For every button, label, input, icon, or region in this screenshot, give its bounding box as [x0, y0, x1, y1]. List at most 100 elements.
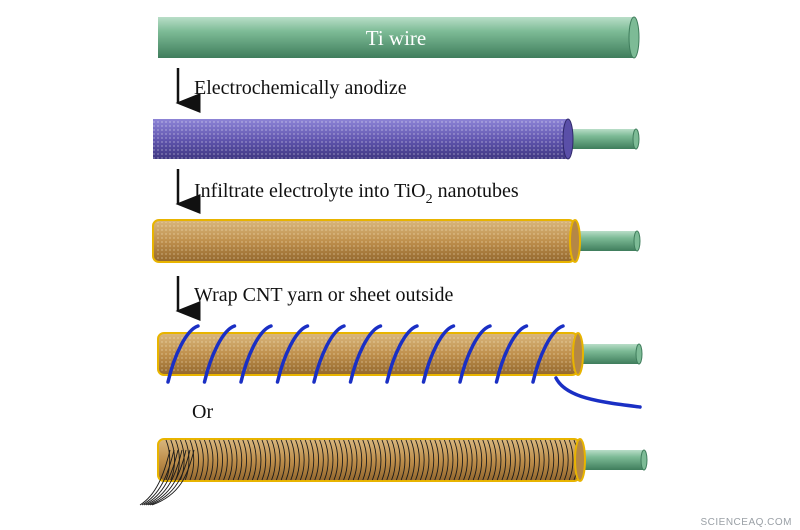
- sheet-coil-turn: [227, 439, 233, 481]
- sheet-coil-turn: [506, 439, 511, 481]
- yarn-coil-turn: [494, 324, 529, 384]
- sheet-coil-turn: [467, 439, 473, 481]
- yarn-coil-turn: [275, 324, 310, 384]
- yarn-coil-turn: [239, 324, 273, 384]
- sheet-coil-turn: [309, 439, 315, 481]
- sheet-coil-turn: [208, 439, 214, 481]
- sheet-coil-turn: [376, 439, 382, 481]
- sheet-coil-turn: [170, 439, 175, 481]
- sheet-coil-turn: [559, 439, 564, 481]
- cnt-yarn-coil: [166, 324, 565, 384]
- sheet-coil-turn: [463, 439, 468, 481]
- sheet-coil-turn: [319, 439, 324, 481]
- sheet-coil-turn: [482, 439, 487, 481]
- sheet-coil-turn: [352, 439, 358, 481]
- sheet-coil-turn: [391, 439, 396, 481]
- sheet-coil-turn: [511, 439, 516, 481]
- sheet-coil-turn: [530, 439, 535, 481]
- sheet-coil-turn: [295, 439, 300, 481]
- sheet-coil-turn: [275, 439, 281, 481]
- sheet-coil-turn: [328, 439, 334, 481]
- sheet-coil-turn: [184, 439, 190, 481]
- cnt-yarn-tail: [554, 376, 642, 409]
- sheet-coil-turn: [410, 439, 415, 481]
- sheet-coil-turn: [487, 439, 492, 481]
- step-3-label: Wrap CNT yarn or sheet outside: [194, 284, 453, 306]
- electrolyte-wire: [152, 219, 641, 263]
- sheet-coil-turn: [247, 439, 252, 481]
- sheet-coil-turn: [434, 439, 439, 481]
- sheet-coil-turn: [271, 439, 276, 481]
- yarn-coil-turn: [202, 324, 237, 384]
- sheet-coil-turn: [395, 439, 401, 481]
- sheet-coil-turn: [343, 439, 348, 481]
- sheet-coil-turn: [419, 439, 425, 481]
- sheet-coil-turn: [213, 439, 219, 481]
- sheet-coil-turn: [448, 439, 454, 481]
- yarn-coil-turn: [166, 324, 200, 384]
- sheet-coil-turn: [266, 439, 271, 481]
- anodized-wire: [153, 118, 640, 160]
- sheet-coil-turn: [405, 439, 411, 481]
- sheet-tail-strand: [145, 449, 183, 506]
- cnt-sheet-wrapped-wire: [139, 438, 648, 506]
- sheet-coil-turn: [242, 439, 247, 481]
- sheet-coil-turn: [304, 439, 310, 481]
- yarn-coil-turn: [348, 324, 383, 384]
- ti-wire: Ti wire: [158, 16, 640, 59]
- sheet-coil-turn: [535, 439, 540, 481]
- sheet-coil-turn: [251, 439, 257, 481]
- sheet-tail-strand: [141, 449, 175, 506]
- sheet-tail-strand: [147, 449, 187, 506]
- sheet-coil-turn: [232, 439, 238, 481]
- sheet-coil-turn: [367, 439, 372, 481]
- sheet-coil-turn: [189, 439, 195, 481]
- sheet-tail-strand: [139, 449, 171, 506]
- sheet-coil-turn: [261, 439, 267, 481]
- sheet-coil-turn: [568, 439, 574, 481]
- sheet-coil-turn: [179, 439, 185, 481]
- sheet-coil-turn: [203, 439, 209, 481]
- sheet-coil-turn: [371, 439, 377, 481]
- sheet-coil-turn: [491, 439, 497, 481]
- sheet-coil-turn: [381, 439, 387, 481]
- sheet-coil-turn: [323, 439, 329, 481]
- sheet-coil-turn: [549, 439, 555, 481]
- sheet-tail-strand: [151, 449, 195, 506]
- sheet-coil-turn: [554, 439, 559, 481]
- sheet-coil-turn: [424, 439, 430, 481]
- sheet-coil-turn: [520, 439, 526, 481]
- sheet-coil-turn: [400, 439, 406, 481]
- cnt-yarn-wrapped-wire: [157, 324, 643, 409]
- step-2-label: Infiltrate electrolyte into TiO2 nanotub…: [194, 180, 519, 207]
- sheet-coil-turn: [525, 439, 531, 481]
- sheet-coil-turn: [439, 439, 444, 481]
- or-label: Or: [192, 401, 213, 423]
- yarn-coil-turn: [385, 324, 419, 384]
- sheet-coil-turn: [290, 439, 295, 481]
- yarn-coil-turn: [531, 324, 565, 384]
- sheet-coil-turn: [280, 439, 286, 481]
- sheet-coil-turn: [165, 439, 171, 481]
- yarn-coil-turn: [312, 324, 346, 384]
- ti-wire-label: Ti wire: [366, 26, 427, 50]
- sheet-coil-turn: [544, 439, 550, 481]
- sheet-coil-turn: [256, 439, 262, 481]
- sheet-coil-turn: [223, 439, 228, 481]
- sheet-coil-turn: [539, 439, 545, 481]
- watermark: SCIENCEAQ.COM: [700, 517, 792, 528]
- sheet-coil-turn: [299, 439, 305, 481]
- sheet-coil-turn: [477, 439, 483, 481]
- cnt-sheet-tail: [139, 449, 195, 506]
- cnt-sheet-coil: [165, 439, 579, 481]
- sheet-coil-turn: [429, 439, 435, 481]
- sheet-coil-turn: [515, 439, 521, 481]
- sheet-coil-turn: [338, 439, 343, 481]
- sheet-coil-turn: [333, 439, 339, 481]
- yarn-coil-turn: [421, 324, 456, 384]
- sheet-coil-turn: [199, 439, 204, 481]
- sheet-coil-turn: [362, 439, 367, 481]
- sheet-coil-turn: [415, 439, 420, 481]
- sheet-tail-strand: [143, 449, 179, 506]
